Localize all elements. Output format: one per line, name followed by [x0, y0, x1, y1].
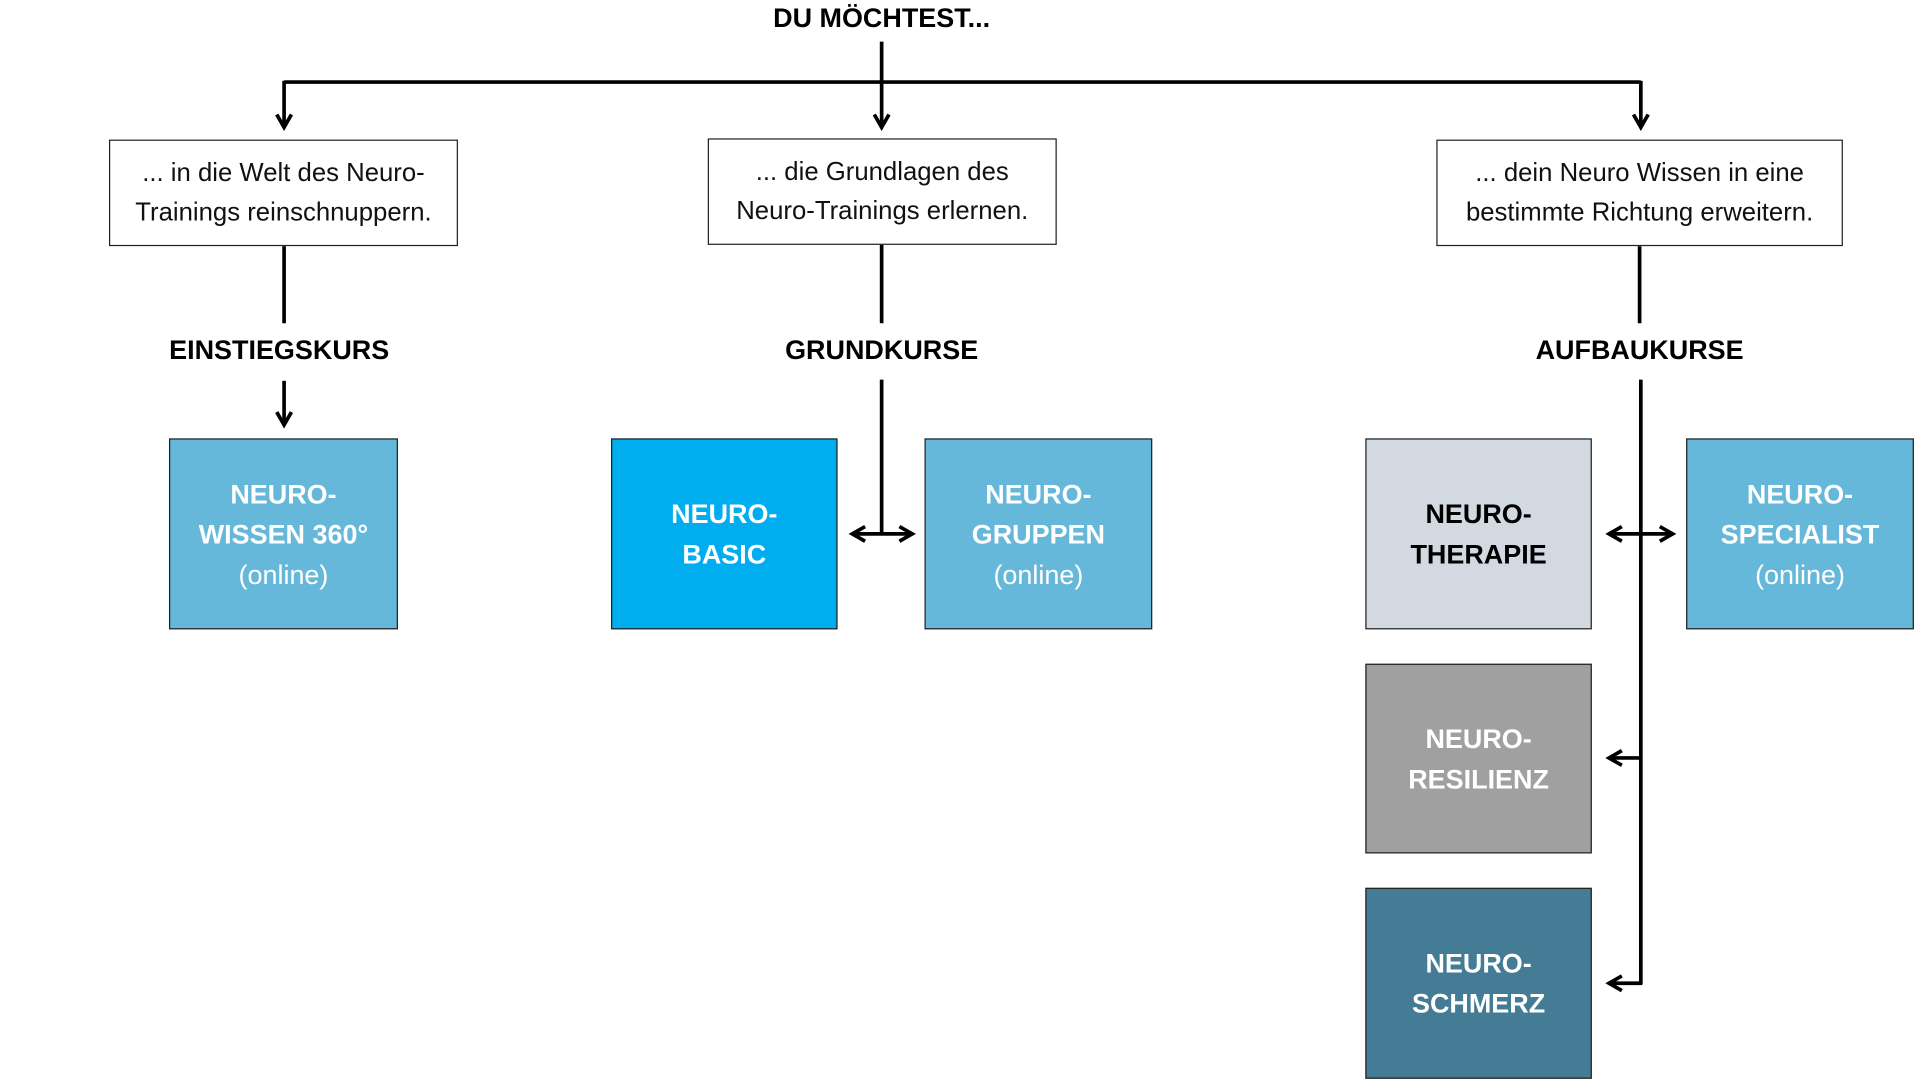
question-box-erweitern: ... dein Neuro Wissen in eine bestimmte R…	[1436, 139, 1843, 247]
category-einstiegskurs: EINSTIEGSKURS	[169, 334, 390, 365]
course-name-line: NEURO-	[1425, 947, 1532, 979]
question-line: ... dein Neuro Wissen in eine	[1475, 158, 1804, 187]
course-name-line: SPECIALIST	[1720, 518, 1880, 550]
course-name-line: NEURO-	[1425, 498, 1532, 529]
course-name-line: NEURO-	[1425, 723, 1532, 754]
course-neuro-schmerz[interactable]: NEURO- SCHMERZ	[1365, 887, 1592, 1079]
course-name-line: NEURO-	[985, 478, 1092, 509]
question-box-reinschnuppern: ... in die Welt des Neuro- Trainings rein…	[108, 139, 458, 247]
course-name-line: THERAPIE	[1410, 538, 1547, 570]
course-neuro-gruppen[interactable]: NEURO- GRUPPEN (online)	[924, 438, 1153, 630]
category-grundkurse: GRUNDKURSE	[785, 334, 979, 365]
course-name-line: BASIC	[682, 538, 767, 570]
question-line: ... in die Welt des Neuro-	[142, 158, 425, 187]
question-line: Neuro-Trainings erlernen.	[736, 196, 1029, 225]
category-aufbaukurse: AUFBAUKURSE	[1535, 334, 1744, 365]
course-neuro-basic[interactable]: NEURO- BASIC	[611, 438, 838, 630]
course-name-line: SCHMERZ	[1411, 988, 1546, 1019]
course-neuro-specialist[interactable]: NEURO- SPECIALIST (online)	[1686, 438, 1914, 630]
course-neuro-resilienz[interactable]: NEURO- RESILIENZ	[1365, 663, 1592, 854]
course-format: (online)	[238, 558, 329, 590]
course-name-line: NEURO-	[230, 478, 337, 509]
course-name-line: NEURO-	[671, 498, 778, 529]
course-neuro-wissen-360[interactable]: NEURO- WISSEN 360° (online)	[168, 438, 398, 630]
diagram-title: DU MÖCHTEST...	[773, 2, 991, 34]
course-name-line: NEURO-	[1746, 478, 1854, 509]
question-line: Trainings reinschnuppern.	[135, 197, 432, 226]
course-neuro-therapie[interactable]: NEURO- THERAPIE	[1365, 438, 1592, 630]
course-format: (online)	[993, 558, 1084, 590]
course-name-line: WISSEN 360°	[198, 518, 369, 550]
course-format: (online)	[1755, 558, 1845, 590]
question-line: ... die Grundlagen des	[755, 157, 1009, 186]
course-name-line: GRUPPEN	[971, 518, 1105, 550]
question-line: bestimmte Richtung erweitern.	[1465, 197, 1814, 226]
course-name-line: RESILIENZ	[1408, 763, 1549, 795]
